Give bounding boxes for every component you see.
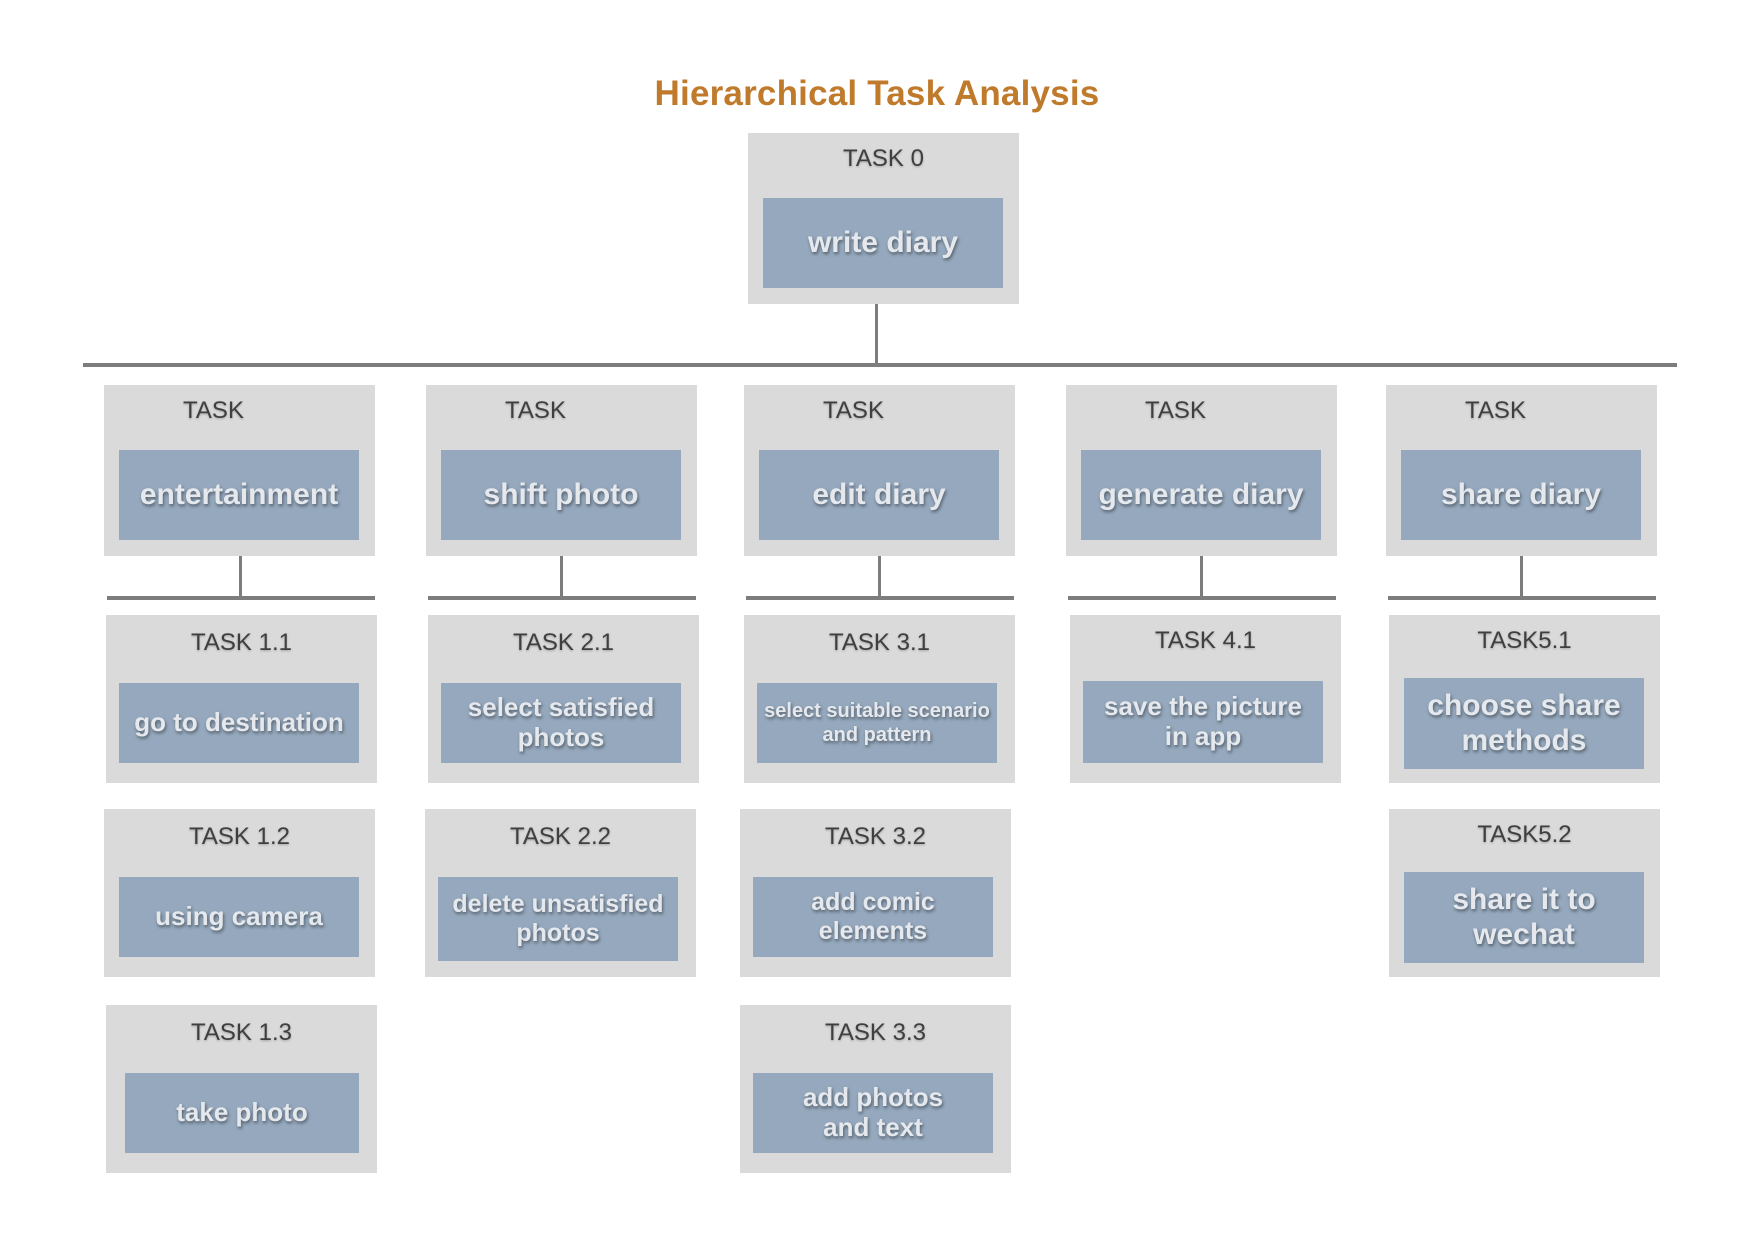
task-name: select satisfied photos [441,683,681,763]
task-name: generate diary [1081,450,1321,540]
connector-5-bar [1388,596,1656,600]
connector-3-bar [746,596,1014,600]
task-label: TASK [823,397,884,424]
subtask-box-1-3: TASK 1.3 take photo [106,1005,377,1173]
task-box-4: TASK generate diary [1066,385,1337,556]
connector-2 [560,556,563,598]
task-box-5: TASK share diary [1386,385,1657,556]
task-label: TASK 1.1 [191,629,292,656]
connector-2-bar [428,596,696,600]
task-name: shift photo [441,450,681,540]
task-label: TASK [183,397,244,424]
task-label: TASK [1145,397,1206,424]
task-label: TASK 3.2 [825,823,926,850]
subtask-box-1-2: TASK 1.2 using camera [104,809,375,977]
task-name: save the picture in app [1083,681,1323,763]
subtask-box-2-1: TASK 2.1 select satisfied photos [428,615,699,783]
task-label: TASK5.2 [1477,821,1572,848]
task-label: TASK [1465,397,1526,424]
subtask-box-3-3: TASK 3.3 add photos and text [740,1005,1011,1173]
task-label: TASK 2.2 [510,823,611,850]
task-name: add photos and text [753,1073,993,1153]
connector-level1 [83,363,1677,367]
task-label: TASK 1.2 [189,823,290,850]
task-box-root: TASK 0 write diary [748,133,1019,304]
diagram-title: Hierarchical Task Analysis [654,74,1100,113]
task-label: TASK 1.3 [191,1019,292,1046]
subtask-box-4-1: TASK 4.1 save the picture in app [1070,615,1341,783]
connector-1-bar [107,596,375,600]
task-name: entertainment [119,450,359,540]
task-label: TASK 3.1 [829,629,930,656]
task-label: TASK 3.3 [825,1019,926,1046]
connector-3 [878,556,881,598]
task-label: TASK [505,397,566,424]
task-label: TASK5.1 [1477,627,1572,654]
task-name: choose share methods [1404,678,1644,769]
task-box-3: TASK edit diary [744,385,1015,556]
connector-4-bar [1068,596,1336,600]
subtask-box-5-2: TASK5.2 share it to wechat [1389,809,1660,977]
connector-root [875,304,878,365]
task-name: add comic elements [753,877,993,957]
task-name: share diary [1401,450,1641,540]
connector-4 [1200,556,1203,598]
subtask-box-1-1: TASK 1.1 go to destination [106,615,377,783]
task-name: delete unsatisfied photos [438,877,678,961]
connector-1 [239,556,242,598]
subtask-box-3-1: TASK 3.1 select suitable scenario and pa… [744,615,1015,783]
task-label: TASK 4.1 [1155,627,1256,654]
subtask-box-5-1: TASK5.1 choose share methods [1389,615,1660,783]
task-box-2: TASK shift photo [426,385,697,556]
task-name: take photo [125,1073,359,1153]
task-name: select suitable scenario and pattern [757,683,997,763]
task-label: TASK 0 [843,145,924,172]
connector-5 [1520,556,1523,598]
subtask-box-2-2: TASK 2.2 delete unsatisfied photos [425,809,696,977]
task-name: edit diary [759,450,999,540]
subtask-box-3-2: TASK 3.2 add comic elements [740,809,1011,977]
task-name: go to destination [119,683,359,763]
task-box-1: TASK entertainment [104,385,375,556]
task-name: using camera [119,877,359,957]
task-name: write diary [763,198,1003,288]
task-name: share it to wechat [1404,872,1644,963]
task-label: TASK 2.1 [513,629,614,656]
